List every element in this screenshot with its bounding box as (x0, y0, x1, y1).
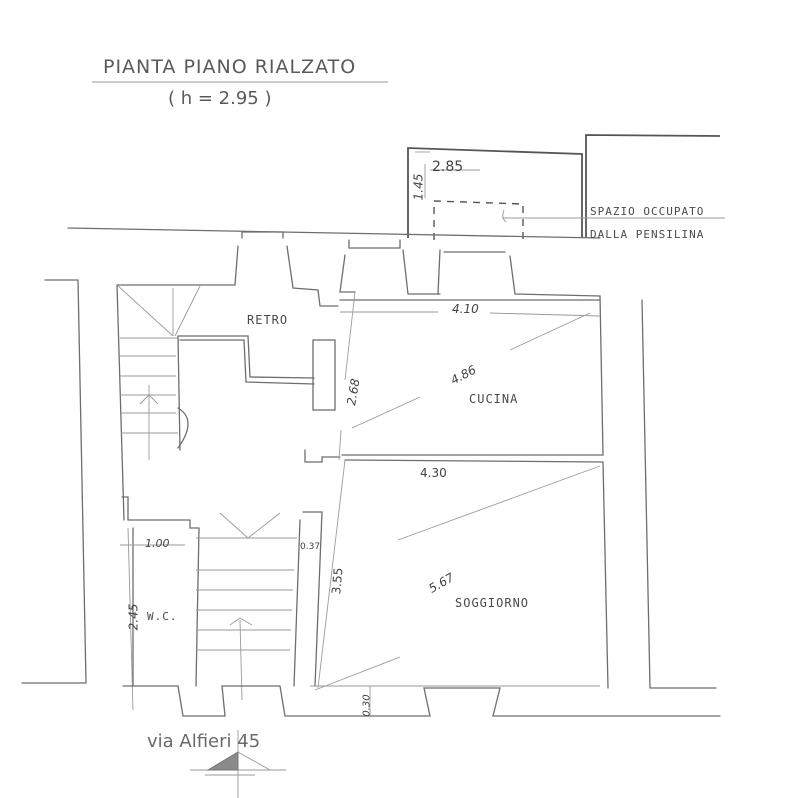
north-windows (116, 231, 601, 307)
entrance-step-symbol (190, 751, 286, 776)
dim-wall-thickness: 0.37 (300, 542, 321, 552)
dim-canopy-width: 2.85 (432, 159, 464, 175)
retro-walls (121, 335, 341, 521)
dim-wc-depth: 2.45 (126, 603, 141, 631)
dim-wc-width: 1.00 (145, 537, 170, 550)
dim-cucina-width: 4.10 (452, 302, 479, 316)
canopy-note-line1: SPAZIO OCCUPATO (590, 205, 705, 218)
south-wall (182, 685, 721, 798)
wc-room (120, 519, 200, 717)
room-label-retro: RETRO (247, 313, 289, 327)
room-label-cucina: CUCINA (469, 392, 519, 406)
east-outer-wall (641, 299, 717, 689)
ceiling-height-note: ( h = 2.95 ) (168, 88, 272, 109)
dim-front-wall: 0.30 (361, 694, 373, 717)
canopy-note-line2: DALLA PENSILINA (590, 228, 705, 241)
dim-soggiorno-width: 4.30 (420, 466, 447, 480)
canopy-area (407, 134, 725, 240)
cucina-room (338, 291, 604, 461)
stairwell-retro (116, 284, 201, 521)
dim-soggiorno-depth: 3.55 (329, 567, 346, 595)
west-outer-wall (21, 279, 87, 684)
drawing-title: PIANTA PIANO RIALZATO (103, 56, 357, 78)
street-address: via Alfieri 45 (147, 731, 261, 752)
north-wall (67, 227, 601, 239)
dim-canopy-depth: 1.45 (411, 173, 426, 201)
room-label-soggiorno: SOGGIORNO (455, 596, 530, 610)
soggiorno-room (314, 459, 609, 691)
room-label-wc: W.C. (147, 610, 178, 623)
entrance-stair (196, 511, 323, 701)
